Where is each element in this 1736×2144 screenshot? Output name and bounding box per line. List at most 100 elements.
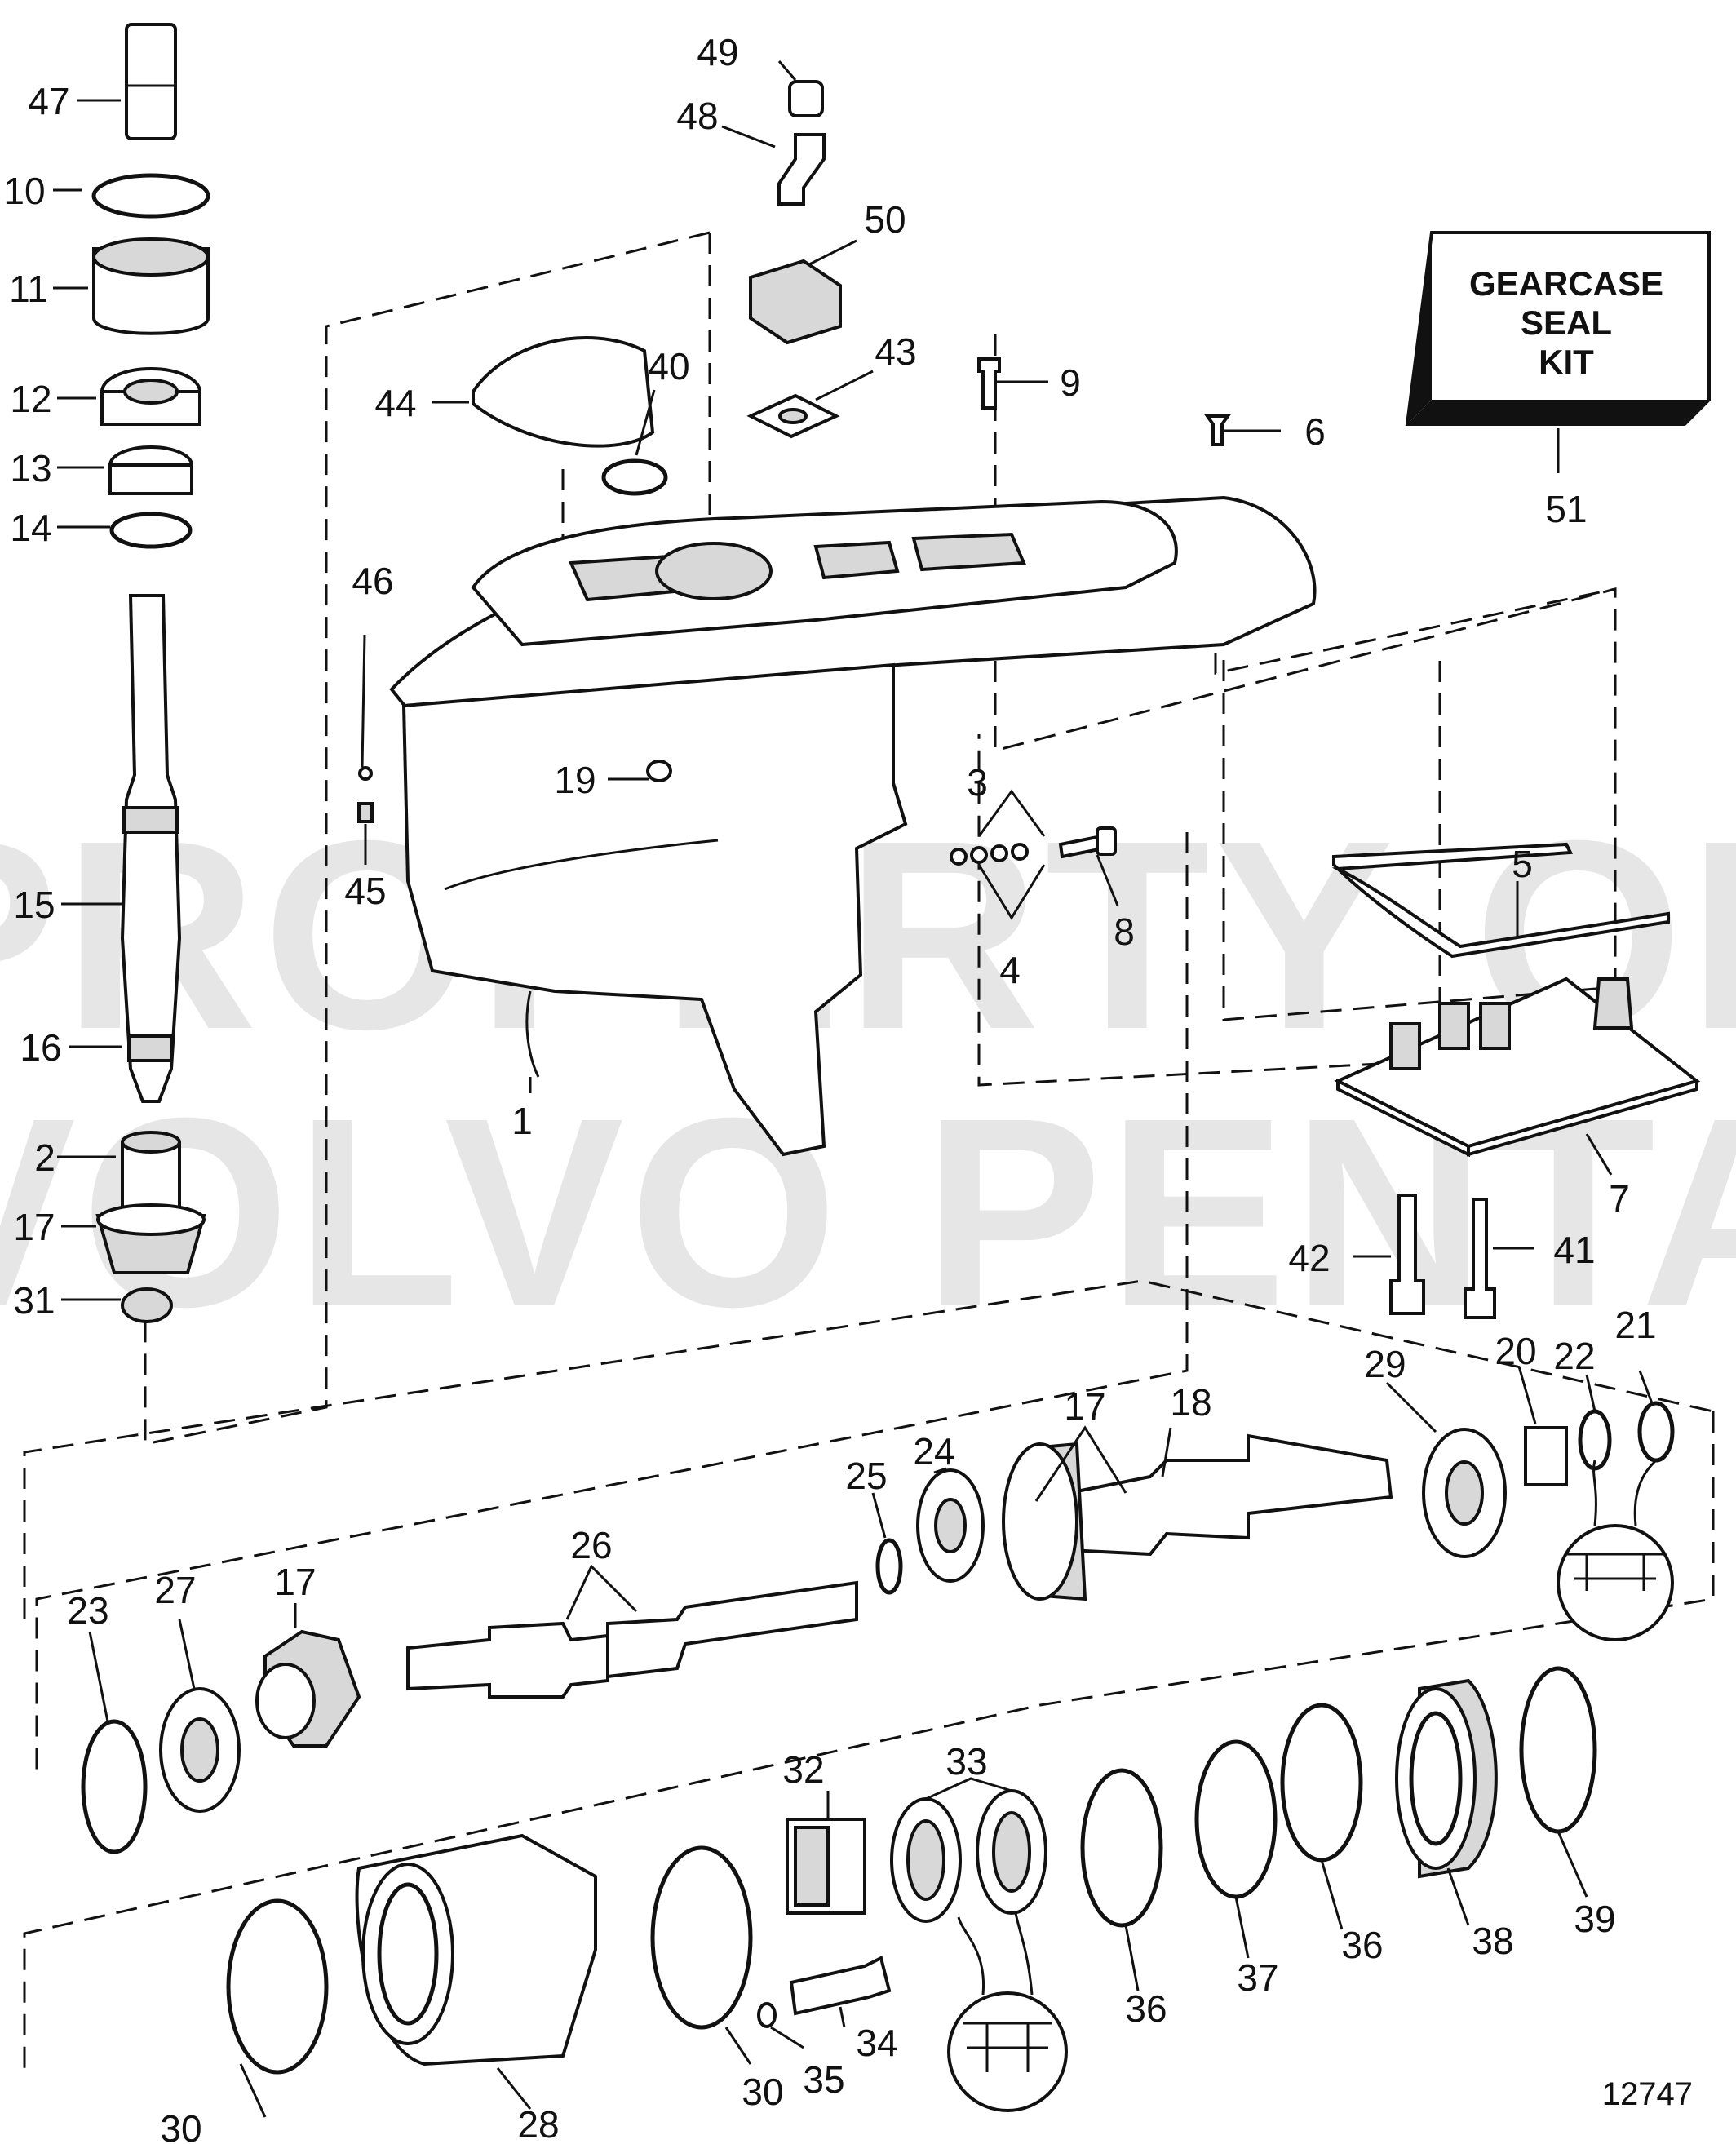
callout-44: 44: [374, 382, 416, 424]
bolt-42: [1389, 1194, 1425, 1315]
seal-symbol-upper: [1557, 1524, 1674, 1641]
elbow-48: [777, 133, 826, 206]
callout-38: 38: [1472, 1920, 1513, 1962]
ring-39: [1519, 1666, 1597, 1834]
ring-22: [1578, 1409, 1612, 1471]
top-fittings: [357, 80, 1231, 823]
seal-symbol-lower: [947, 1991, 1068, 2112]
callout-50: 50: [864, 198, 906, 241]
callout-25: 25: [845, 1455, 887, 1497]
ring-36-right: [1280, 1703, 1363, 1863]
callout-18: 18: [1170, 1381, 1211, 1424]
nut-31: [121, 1287, 173, 1323]
callout-51: 51: [1545, 488, 1587, 530]
kit-label-line-1: GEARCASE: [1469, 264, 1663, 303]
screw-9: [977, 357, 1001, 410]
callout-36-right: 36: [1341, 1924, 1383, 1966]
callout-26: 26: [570, 1524, 612, 1566]
grommet-50: [749, 259, 842, 345]
callout-22: 22: [1553, 1335, 1595, 1377]
callout-17-forward: 17: [1064, 1385, 1105, 1428]
callout-2: 2: [34, 1136, 55, 1179]
bearing-carrier-row: [226, 1666, 1597, 2112]
bolt-41: [1464, 1198, 1496, 1319]
gearcase-housing: [389, 495, 1317, 1157]
nut-19: [646, 760, 672, 782]
callout-4: 4: [999, 949, 1021, 991]
o-ring-40: [601, 458, 668, 496]
o-ring-10: [91, 173, 210, 219]
callout-12: 12: [10, 378, 51, 420]
callout-41: 41: [1553, 1229, 1595, 1271]
snap-ring-37: [1194, 1739, 1278, 1899]
callout-13: 13: [10, 447, 51, 489]
callout-numbers: 47 10 11 12 13 14 15 16 2 17 31 44 40 49…: [3, 31, 1656, 2144]
bearing-47: [125, 23, 177, 140]
callout-17-pinion: 17: [13, 1206, 55, 1248]
callout-35: 35: [803, 2058, 844, 2101]
propeller-shaft-18: [1067, 1433, 1393, 1557]
callout-7: 7: [1609, 1177, 1630, 1220]
callout-33: 33: [946, 1740, 987, 1783]
figure-number: 12747: [1602, 2076, 1693, 2112]
shaft-26-left: [406, 1621, 609, 1699]
cover-bolts: [1389, 1194, 1496, 1319]
callout-9: 9: [1060, 361, 1081, 404]
sleeve-49: [788, 80, 824, 117]
callout-37: 37: [1237, 1956, 1278, 1999]
callout-10: 10: [3, 170, 45, 212]
callout-29: 29: [1364, 1343, 1406, 1385]
o-ring-30-left: [226, 1898, 329, 2075]
washer-46: [358, 766, 373, 781]
screw-6: [1204, 414, 1231, 446]
kit-label-line-3: KIT: [1539, 343, 1594, 381]
drive-shaft-assembly: [91, 23, 210, 1323]
bearing-20: [1524, 1426, 1568, 1486]
callout-16: 16: [20, 1026, 61, 1069]
propeller-shaft-row: [81, 1401, 1675, 1854]
gasket-5: [1331, 842, 1670, 959]
cover-plate-assembly: [1331, 842, 1701, 1158]
callout-42: 42: [1288, 1237, 1330, 1279]
callout-1: 1: [512, 1100, 533, 1142]
callout-6: 6: [1304, 410, 1326, 453]
callout-28: 28: [517, 2103, 559, 2144]
screw-34: [789, 1956, 892, 2016]
kit-label-line-2: SEAL: [1521, 303, 1612, 342]
callout-45: 45: [344, 870, 386, 912]
callout-19: 19: [554, 759, 596, 801]
gearcase-seal-kit: GEARCASE SEAL KIT: [1405, 231, 1711, 426]
callout-49: 49: [697, 31, 738, 73]
ring-21: [1637, 1401, 1675, 1463]
callout-30-left: 30: [160, 2107, 202, 2144]
cover-44: [472, 336, 655, 448]
callout-48: 48: [676, 95, 718, 137]
screw-45: [357, 802, 374, 823]
callout-21: 21: [1614, 1304, 1656, 1346]
callout-3: 3: [967, 761, 988, 804]
callout-15: 15: [13, 884, 55, 926]
ring-36-left: [1080, 1768, 1163, 1928]
leader-lines: [53, 60, 1654, 2118]
washer-35: [757, 2002, 777, 2028]
callout-5: 5: [1512, 843, 1533, 885]
callout-46: 46: [352, 560, 393, 602]
callout-27: 27: [154, 1569, 196, 1611]
callout-43: 43: [875, 330, 916, 373]
ring-23: [81, 1719, 148, 1854]
ring-25: [875, 1538, 903, 1595]
callout-8: 8: [1114, 910, 1135, 953]
callout-32: 32: [782, 1748, 824, 1791]
ring-14: [109, 512, 193, 549]
callout-14: 14: [10, 507, 51, 549]
callout-31: 31: [13, 1279, 55, 1322]
callout-39: 39: [1574, 1898, 1615, 1940]
side-fasteners: [950, 826, 1117, 866]
callout-40: 40: [648, 345, 689, 388]
drive-shaft-15: [120, 594, 182, 1103]
callout-36-left: 36: [1125, 1987, 1167, 2030]
callout-11: 11: [9, 268, 48, 310]
callout-20: 20: [1495, 1330, 1536, 1372]
shaft-26-right: [606, 1580, 858, 1679]
